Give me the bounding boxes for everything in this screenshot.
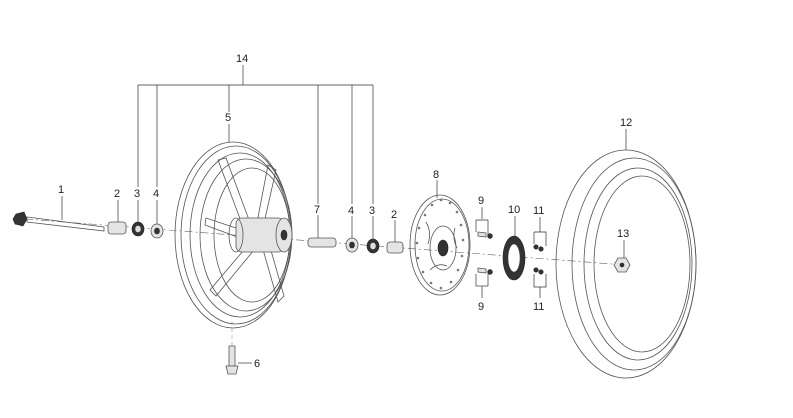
- wheel-rim-part: [174, 141, 293, 329]
- callout-labels: 1 2 3 4 5 6 7 4 3 2 8 9 9 10 11 11 12 13…: [58, 53, 632, 370]
- callout-seal-right: 3: [369, 205, 375, 217]
- callout-speedo-ring: 10: [508, 204, 520, 216]
- axle-part: [12, 211, 105, 232]
- valve-part: [225, 318, 239, 375]
- brake-disc-part: [409, 194, 471, 296]
- callout-disc-bolt-bottom: 9: [478, 301, 484, 313]
- bearing-right-part: [345, 237, 359, 253]
- callout-distance-collar: 7: [314, 204, 320, 216]
- seal-left-part: [131, 221, 145, 237]
- callout-axle-nut: 13: [617, 228, 629, 240]
- spacer-left-part: [107, 221, 127, 235]
- small-bolts-part: [533, 244, 544, 275]
- callout-wheel-rim: 5: [225, 112, 231, 124]
- axle-nut-part: [613, 257, 631, 273]
- callout-seal-left: 3: [134, 188, 140, 200]
- assembly-bracket: [137, 65, 374, 204]
- disc-bolts-part: [477, 231, 493, 275]
- callout-bolt-bottom: 11: [533, 301, 544, 313]
- seal-right-part: [366, 238, 380, 254]
- distance-collar-part: [307, 237, 337, 248]
- speedo-ring-part: [502, 235, 526, 281]
- callout-bearing-left: 4: [153, 188, 159, 200]
- callout-axle: 1: [58, 184, 64, 196]
- callout-tire: 12: [620, 117, 632, 129]
- leader-lines: [61, 124, 627, 364]
- spacer-right-part: [386, 241, 404, 254]
- callout-bolt-top: 11: [533, 205, 544, 217]
- callout-valve: 6: [254, 358, 260, 370]
- callout-bearing-right: 4: [348, 205, 354, 217]
- callout-spacer-left: 2: [114, 188, 120, 200]
- callout-brake-disc: 8: [433, 169, 439, 181]
- callout-wheel-assembly: 14: [236, 53, 248, 65]
- callout-disc-bolt-top: 9: [478, 195, 484, 207]
- callout-spacer-right: 2: [391, 209, 397, 221]
- bearing-left-part: [150, 223, 164, 239]
